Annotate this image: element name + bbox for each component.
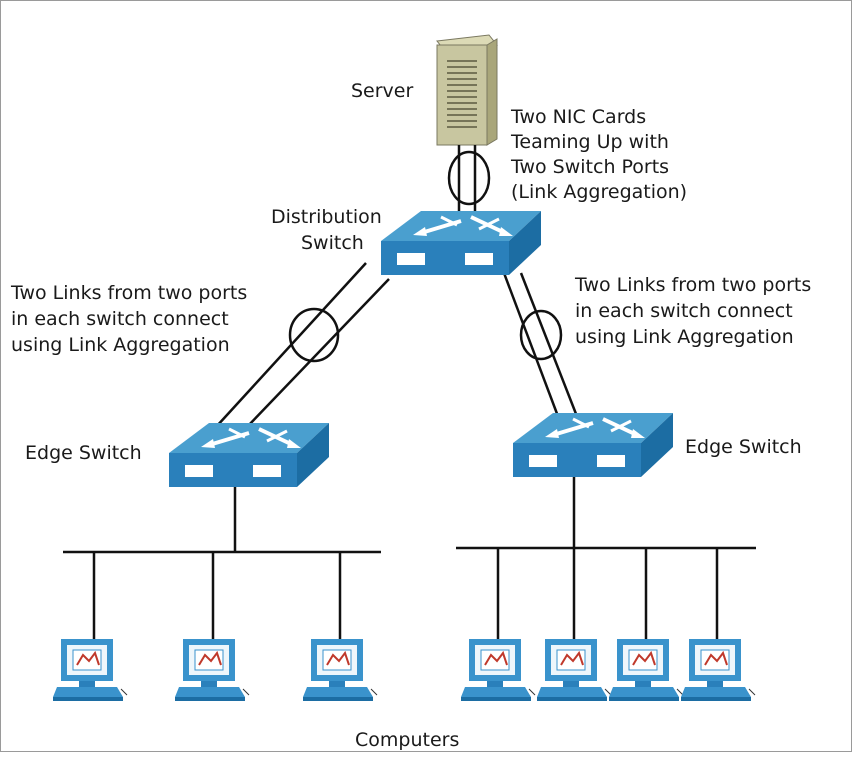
computers-label: Computers	[355, 729, 459, 751]
server-label: Server	[351, 80, 413, 102]
workstation-icon	[680, 638, 756, 702]
server-link-aggregation-ring	[447, 150, 491, 206]
edge-switch-right-icon	[511, 411, 675, 479]
right-links-note-line-1: Two Links from two ports	[574, 274, 811, 296]
nic-note-line-2: Teaming Up with	[510, 131, 669, 153]
edge-switch-left-icon	[167, 421, 331, 489]
server-tower-icon	[436, 34, 498, 146]
left-link-aggregation-ring	[288, 307, 340, 363]
edge-switch-left-label: Edge Switch	[25, 442, 142, 464]
right-links-note-line-3: using Link Aggregation	[575, 326, 794, 348]
right-links-note-line-2: in each switch connect	[575, 300, 793, 322]
workstation-icon	[174, 638, 250, 702]
workstation-icon	[460, 638, 536, 702]
right-link-aggregation-ring	[519, 309, 563, 361]
server-uplinks	[457, 145, 477, 223]
workstation-icon	[608, 638, 684, 702]
workstation-icon	[536, 638, 612, 702]
nic-note-line-4: (Link Aggregation)	[511, 181, 687, 203]
left-links-note-line-1: Two Links from two ports	[10, 282, 247, 304]
workstation-icon	[302, 638, 378, 702]
left-links-note-line-2: in each switch connect	[11, 308, 229, 330]
nic-note-line-1: Two NIC Cards	[510, 106, 646, 128]
workstation-icon	[52, 638, 128, 702]
right-lan-bus	[456, 477, 756, 641]
left-links-note-line-3: using Link Aggregation	[11, 334, 230, 356]
distribution-label-line-2: Switch	[301, 232, 364, 254]
right-aggregated-links	[502, 272, 580, 420]
distribution-switch-icon	[379, 209, 543, 277]
distribution-label-line-1: Distribution	[271, 206, 382, 228]
edge-switch-right-label: Edge Switch	[685, 436, 802, 458]
nic-note-line-3: Two Switch Ports	[510, 156, 669, 178]
left-lan-bus	[63, 487, 381, 641]
